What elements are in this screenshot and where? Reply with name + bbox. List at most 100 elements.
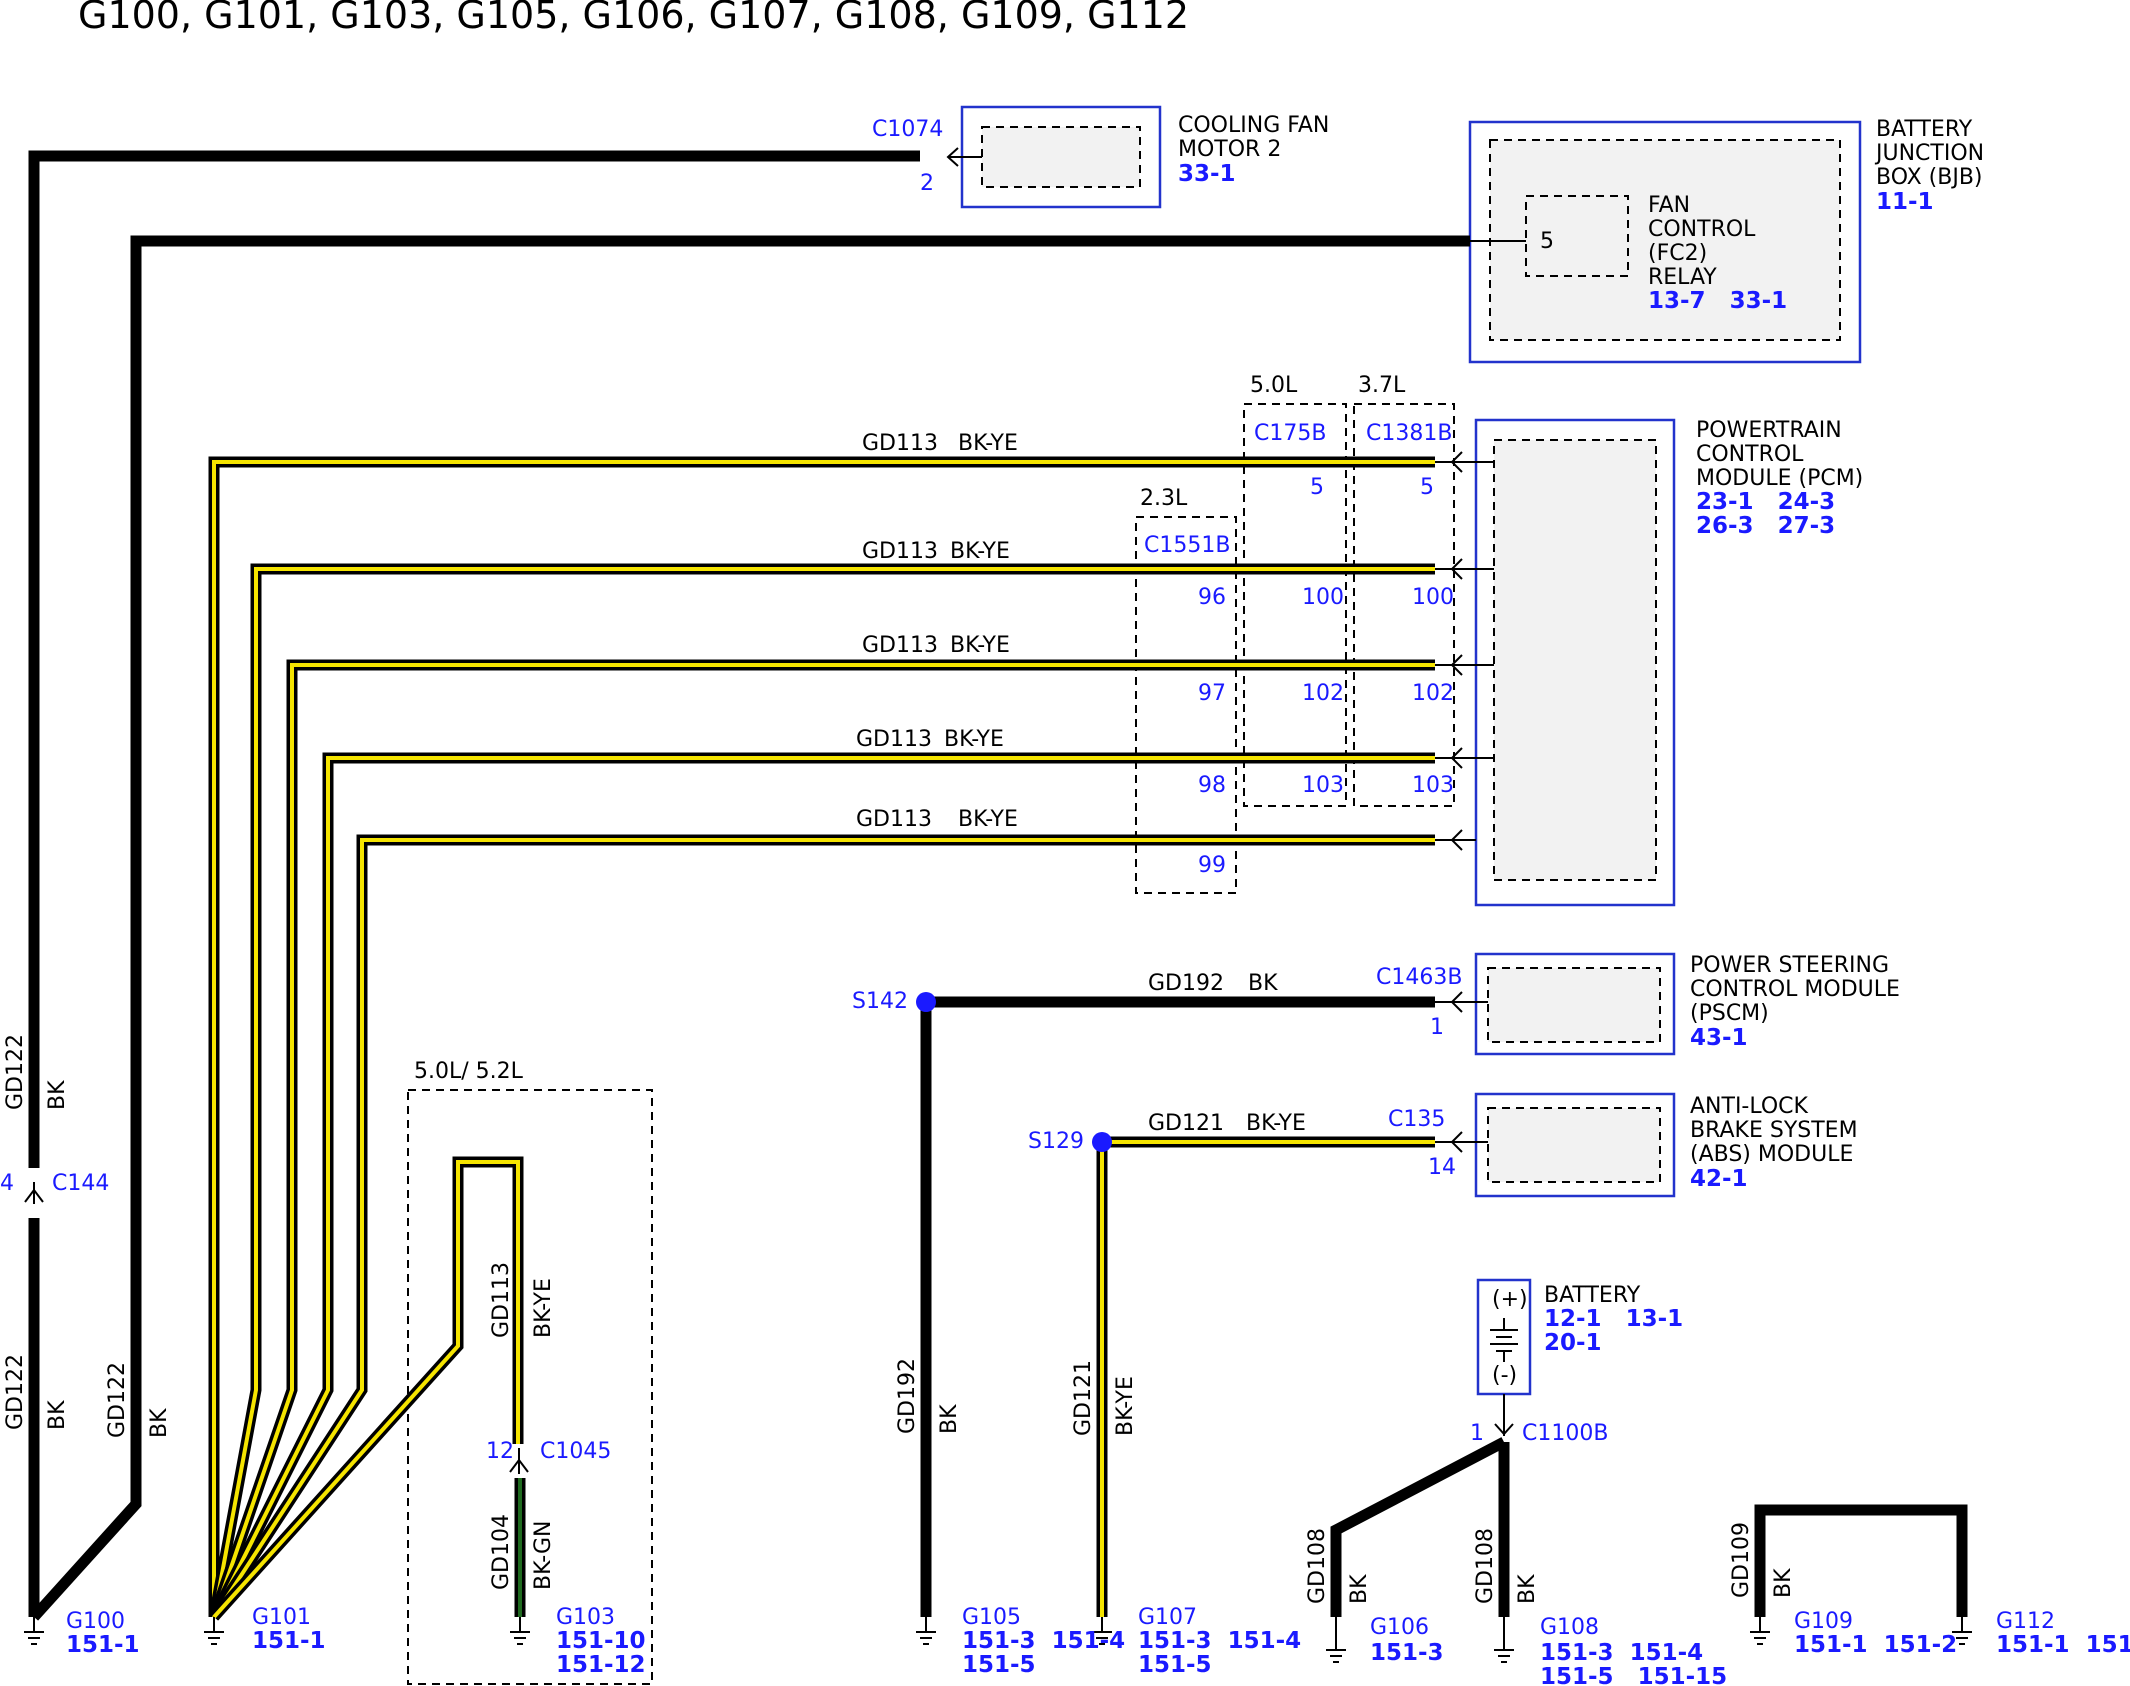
wire-gd122-fan[interactable] <box>28 150 920 1617</box>
wire-gd113-4[interactable] <box>209 752 1435 1620</box>
c144-label[interactable]: C144 <box>52 1171 109 1196</box>
gd113-label-vertical-color: BK-YE <box>531 1278 556 1338</box>
g105-refs-2[interactable]: 151-5 <box>962 1652 1036 1678</box>
cooling-fan-motor-2[interactable] <box>960 105 1162 209</box>
gd108-label-g106-color: BK <box>1347 1574 1372 1604</box>
g112-refs[interactable]: 151-1 151-2 <box>1996 1632 2130 1658</box>
svg-text:GD113: GD113 <box>862 431 938 456</box>
fc2-relay-refs[interactable]: 13-7 33-1 <box>1648 288 1787 314</box>
g107-refs-1[interactable]: 151-3 151-4 <box>1138 1628 1301 1654</box>
c135-pin: 14 <box>1428 1155 1456 1180</box>
wire-gd108-g106[interactable] <box>1330 1437 1507 1617</box>
c135-label[interactable]: C135 <box>1388 1107 1445 1132</box>
battery-refs-1[interactable]: 12-1 13-1 <box>1544 1306 1683 1332</box>
power-steering-control-module[interactable] <box>1474 952 1676 1056</box>
pscm-ref[interactable]: 43-1 <box>1690 1025 1748 1051</box>
engine-group-3-7l <box>1353 403 1455 807</box>
splice-s142-label[interactable]: S142 <box>852 989 908 1014</box>
powertrain-control-module[interactable] <box>1474 418 1676 907</box>
pscm-name-2: CONTROL MODULE <box>1690 977 1900 1002</box>
abs-name-1: ANTI-LOCK <box>1690 1094 1809 1119</box>
c1381b-pin-5: 5 <box>1420 475 1434 500</box>
g108-refs-1[interactable]: 151-3 151-4 <box>1540 1640 1703 1666</box>
g106-name[interactable]: G106 <box>1370 1615 1429 1640</box>
abs-name-2: BRAKE SYSTEM <box>1690 1118 1858 1143</box>
pscm-abs-leads <box>1435 991 1488 1153</box>
c1381b-pin-103: 103 <box>1412 773 1454 798</box>
splice-s129-label[interactable]: S129 <box>1028 1129 1084 1154</box>
svg-text:GD192: GD192 <box>1148 971 1224 996</box>
ground-icon-g107 <box>1092 1617 1112 1645</box>
battery-name: BATTERY <box>1544 1283 1641 1308</box>
g109-refs[interactable]: 151-1 151-2 <box>1794 1632 1957 1658</box>
wire-gd192[interactable] <box>920 996 1435 1617</box>
g101-refs[interactable]: 151-1 <box>252 1628 326 1654</box>
splice-s129-dot[interactable] <box>1092 1132 1112 1152</box>
cooling-fan-name-1: COOLING FAN <box>1178 113 1329 138</box>
c175b-pin-100: 100 <box>1302 585 1344 610</box>
bjb-ref[interactable]: 11-1 <box>1876 189 1934 215</box>
gd104-label-circuit: GD104 <box>489 1514 514 1590</box>
g112-name[interactable]: G112 <box>1996 1609 2055 1634</box>
pcm-name-3: MODULE (PCM) <box>1696 466 1863 491</box>
wire-gd122-bjb[interactable] <box>29 235 1470 1621</box>
wire-gd109[interactable] <box>1754 1504 1968 1617</box>
c1551b-label[interactable]: C1551B <box>1144 533 1230 558</box>
gd122-label-bjb-color: BK <box>147 1408 172 1438</box>
g103-refs-1[interactable]: 151-10 <box>556 1628 646 1654</box>
c1381b-label[interactable]: C1381B <box>1366 421 1452 446</box>
g100-name[interactable]: G100 <box>66 1609 125 1634</box>
c175b-label[interactable]: C175B <box>1254 421 1326 446</box>
c1100b-label[interactable]: C1100B <box>1522 1421 1608 1446</box>
cooling-fan-ref[interactable]: 33-1 <box>1178 161 1236 187</box>
bjb-name-3: BOX (BJB) <box>1876 165 1983 190</box>
wire-gd113-5[interactable] <box>209 834 1435 1621</box>
pcm-refs-1[interactable]: 23-1 24-3 <box>1696 489 1835 515</box>
c1045-connector[interactable] <box>509 1444 529 1478</box>
battery-refs-2[interactable]: 20-1 <box>1544 1330 1602 1356</box>
c1074-label[interactable]: C1074 <box>872 117 943 142</box>
gd122-label-bottom-circuit: GD122 <box>3 1354 28 1430</box>
c1551b-pin-96: 96 <box>1198 585 1226 610</box>
wire-gd113-1[interactable] <box>208 456 1435 1617</box>
pcm-name-2: CONTROL <box>1696 442 1804 467</box>
svg-text:BK: BK <box>1248 971 1278 996</box>
c1463b-label[interactable]: C1463B <box>1376 965 1462 990</box>
g108-name[interactable]: G108 <box>1540 1615 1599 1640</box>
c1045-label[interactable]: C1045 <box>540 1439 611 1464</box>
splice-s142-dot[interactable] <box>916 992 936 1012</box>
g105-name[interactable]: G105 <box>962 1605 1021 1630</box>
fc2-relay-name-1: FAN <box>1648 193 1690 218</box>
wire-gd113-6[interactable] <box>209 1156 524 1621</box>
gd122-label-bjb-circuit: GD122 <box>105 1362 130 1438</box>
c1551b-pin-97: 97 <box>1198 681 1226 706</box>
g103-name[interactable]: G103 <box>556 1605 615 1630</box>
ground-icon-g101 <box>204 1617 224 1645</box>
g105-refs-1[interactable]: 151-3 151-4 <box>962 1628 1125 1654</box>
wire-gd113-2[interactable] <box>208 563 1435 1619</box>
abs-ref[interactable]: 42-1 <box>1690 1166 1748 1192</box>
gd121-label-circuit: GD121 <box>1071 1360 1096 1436</box>
gd192-label-h: GD192 BK <box>1148 971 1278 996</box>
g100-refs[interactable]: 151-1 <box>66 1632 140 1658</box>
svg-text:BK-YE: BK-YE <box>944 727 1004 752</box>
gd109-label-color: BK <box>1771 1568 1796 1598</box>
engine-group-2-3l <box>1135 516 1237 894</box>
g106-refs[interactable]: 151-3 <box>1370 1640 1444 1666</box>
g107-name[interactable]: G107 <box>1138 1605 1197 1630</box>
pcm-refs-2[interactable]: 26-3 27-3 <box>1696 513 1835 539</box>
g109-name[interactable]: G109 <box>1794 1609 1853 1634</box>
g108-refs-2[interactable]: 151-5 151-15 <box>1540 1664 1727 1686</box>
g107-refs-2[interactable]: 151-5 <box>1138 1652 1212 1678</box>
g101-name[interactable]: G101 <box>252 1605 311 1630</box>
c1100b-arrow-icon <box>1494 1423 1514 1436</box>
wire-gd113-3[interactable] <box>208 659 1435 1619</box>
anti-lock-brake-system-module[interactable] <box>1474 1092 1676 1198</box>
g103-refs-2[interactable]: 151-12 <box>556 1652 646 1678</box>
svg-text:GD113: GD113 <box>856 807 932 832</box>
engine-5-0l-label: 5.0L <box>1250 373 1298 398</box>
pscm-name-3: (PSCM) <box>1690 1001 1769 1026</box>
c144-connector[interactable] <box>24 1168 44 1218</box>
wire-gd121[interactable] <box>1096 1136 1435 1617</box>
